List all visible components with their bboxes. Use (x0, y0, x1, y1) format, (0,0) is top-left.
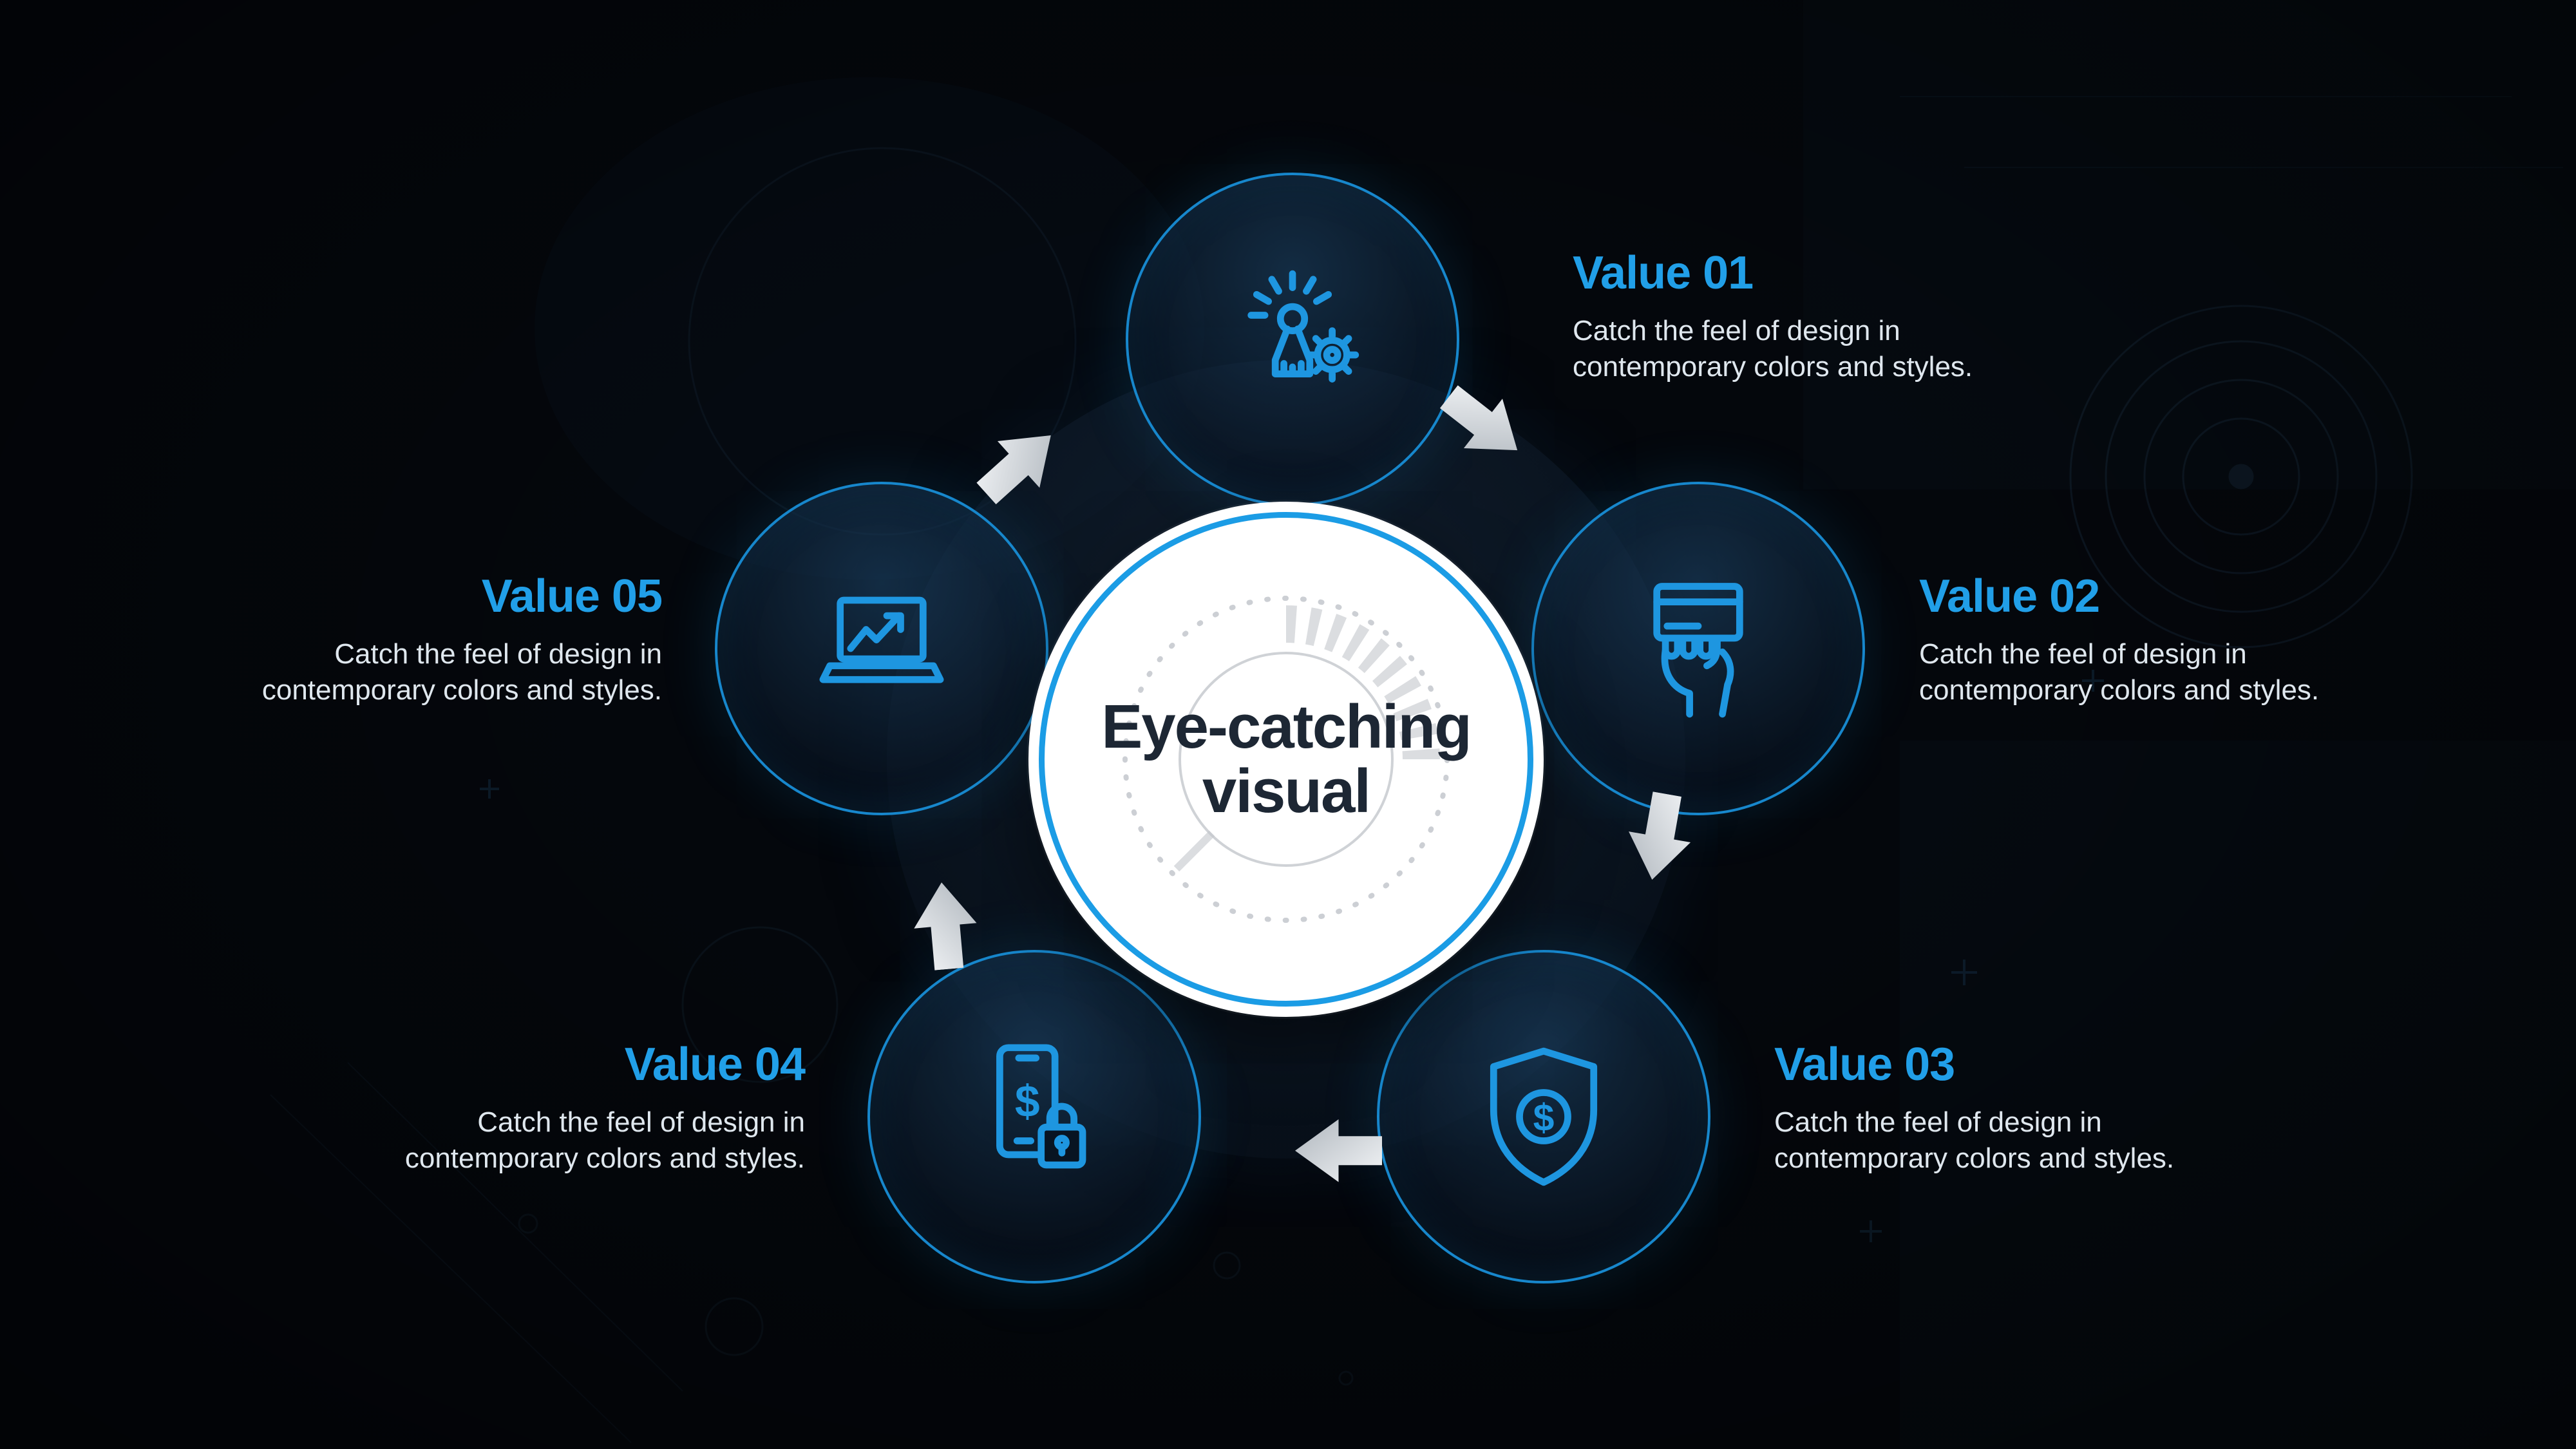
mobile-security-icon: $ (996, 1044, 1086, 1169)
value-01-title: Value 01 (1573, 247, 1754, 299)
center-circle: Eye-catching visual (1028, 502, 1544, 1017)
value-01-node (1126, 173, 1459, 506)
value-01-desc: Catch the feel of design in contemporary… (1573, 315, 1973, 383)
value-04-block: Value 04 Catch the feel of design in con… (380, 1039, 806, 1177)
flow-arrow-icon (1285, 1115, 1382, 1187)
value-02-node (1531, 482, 1865, 815)
value-04-desc: Catch the feel of design in contemporary… (404, 1106, 805, 1175)
value-02-block: Value 02 Catch the feel of design in con… (1919, 573, 2344, 709)
shield-dollar-icon: $ (1490, 1047, 1598, 1186)
value-05-node (715, 482, 1048, 815)
decor-panel (1803, 0, 2576, 489)
value-03-desc: Catch the feel of design in contemporary… (1774, 1106, 2175, 1175)
value-05-title: Value 05 (481, 571, 663, 622)
svg-text:$: $ (1533, 1097, 1555, 1139)
value-02-title: Value 02 (1919, 571, 2100, 622)
laptop-chart-icon (819, 596, 944, 683)
card-payment-icon (1653, 583, 1743, 718)
value-04-title: Value 04 (624, 1039, 806, 1090)
center-title: Eye-catching visual (1028, 502, 1544, 1017)
value-03-title: Value 03 (1774, 1039, 1955, 1090)
flow-arrow-icon (905, 869, 985, 972)
key-access-icon (1247, 270, 1359, 383)
value-05-block: Value 05 Catch the feel of design in con… (237, 571, 663, 709)
svg-text:$: $ (1015, 1076, 1040, 1126)
center-title-line2: visual (1202, 757, 1371, 826)
value-03-block: Value 03 Catch the feel of design in con… (1774, 1041, 2199, 1177)
value-01-block: Value 01 Catch the feel of design in con… (1573, 250, 1998, 386)
value-02-desc: Catch the feel of design in contemporary… (1919, 638, 2320, 706)
value-05-desc: Catch the feel of design in contemporary… (261, 638, 662, 706)
center-title-line1: Eye-catching (1101, 692, 1472, 762)
